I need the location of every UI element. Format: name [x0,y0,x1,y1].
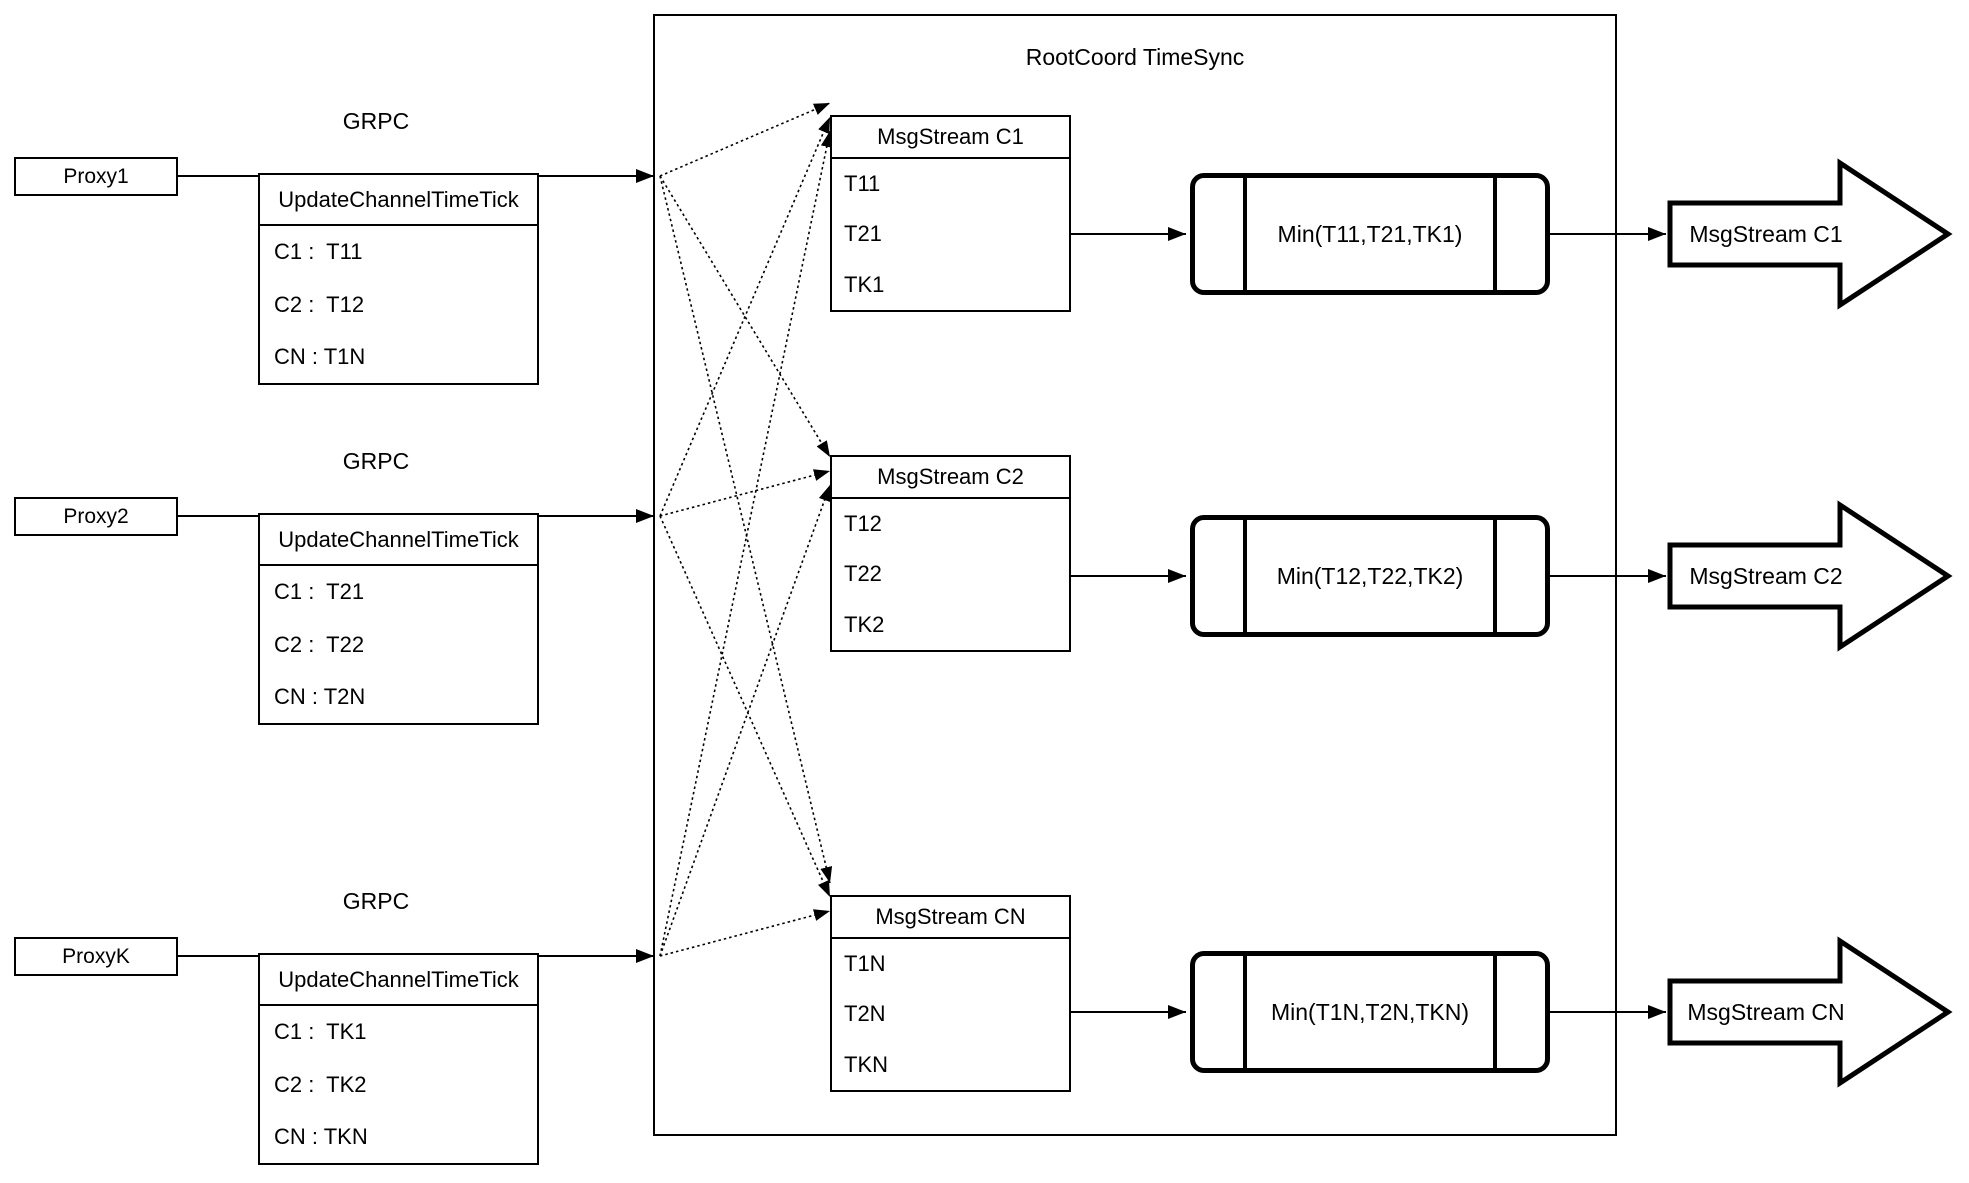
min-queue-c1: Min(T11,T21,TK1) [1190,173,1550,295]
table-header: UpdateChannelTimeTick [260,175,537,227]
dotted-fanout-group [659,102,833,957]
table-header: MsgStream CN [832,897,1069,939]
min-queue-cn: Min(T1N,T2N,TKN) [1190,951,1550,1073]
queue-divider [1493,178,1497,290]
min-queue-c2: Min(T12,T22,TK2) [1190,515,1550,637]
update-channel-timetick-table-3: UpdateChannelTimeTick C1 : TK1 C2 : TK2 … [258,953,539,1165]
grpc-label-1: GRPC [342,108,410,134]
block-arrow-c1 [1667,158,1953,310]
msgstream-c1-table: MsgStream C1 T11 T21 TK1 [830,115,1071,312]
update-channel-timetick-table-2: UpdateChannelTimeTick C1 : T21 C2 : T22 … [258,513,539,725]
msgstream-c2-table: MsgStream C2 T12 T22 TK2 [830,455,1071,652]
table-header: MsgStream C1 [832,117,1069,159]
table-row: C2 : TK2 [274,1071,367,1097]
output-arrow-label-cn: MsgStream CN [1687,998,1845,1025]
msgstream-cn-table: MsgStream CN T1N T2N TKN [830,895,1071,1092]
rootcoord-timesync-container: RootCoord TimeSync [653,14,1617,1136]
table-row: T12 [844,511,882,537]
table-row: C2 : T22 [274,631,365,657]
output-arrow-label-c2: MsgStream C2 [1689,562,1843,589]
proxy2-box: Proxy2 [14,497,178,536]
proxy1-box: Proxy1 [14,157,178,196]
table-row: TKN [844,1051,888,1077]
queue-divider [1243,178,1247,290]
block-arrow-cn [1667,936,1953,1088]
table-row: CN : TKN [274,1123,368,1149]
table-header: UpdateChannelTimeTick [260,515,537,567]
table-row: T22 [844,561,882,587]
table-row: C1 : TK1 [274,1019,367,1045]
table-row: T1N [844,951,886,977]
block-arrow-c2 [1667,500,1953,652]
min-label: Min(T12,T22,TK2) [1276,562,1464,589]
table-row: T2N [844,1001,886,1027]
table-to-min-group [1071,227,1186,1019]
min-to-output-group [1550,227,1666,1019]
output-arrow-label-c1: MsgStream C1 [1689,220,1843,247]
proxyk-box: ProxyK [14,937,178,976]
proxy2-label: Proxy2 [63,504,129,528]
queue-divider [1493,956,1497,1068]
proxy1-label: Proxy1 [63,164,129,188]
table-row: CN : T2N [274,683,366,709]
grpc-label-3: GRPC [342,888,410,914]
table-row: C1 : T11 [274,239,363,265]
queue-divider [1493,520,1497,632]
table-row: C2 : T12 [274,291,365,317]
table-row: C1 : T21 [274,579,365,605]
output-block-arrows [1667,158,1953,1088]
grpc-label-2: GRPC [342,448,410,474]
container-title: RootCoord TimeSync [1025,44,1245,70]
table-row: T11 [844,171,881,197]
update-channel-timetick-table-1: UpdateChannelTimeTick C1 : T11 C2 : T12 … [258,173,539,385]
queue-divider [1243,520,1247,632]
table-row: CN : T1N [274,343,366,369]
table-row: TK1 [844,271,885,297]
proxyk-label: ProxyK [62,944,130,968]
table-header: MsgStream C2 [832,457,1069,499]
table-header: UpdateChannelTimeTick [260,955,537,1007]
queue-divider [1243,956,1247,1068]
min-label: Min(T1N,T2N,TKN) [1270,998,1470,1025]
table-row: TK2 [844,611,885,637]
table-row: T21 [844,221,882,247]
min-label: Min(T11,T21,TK1) [1277,220,1463,247]
